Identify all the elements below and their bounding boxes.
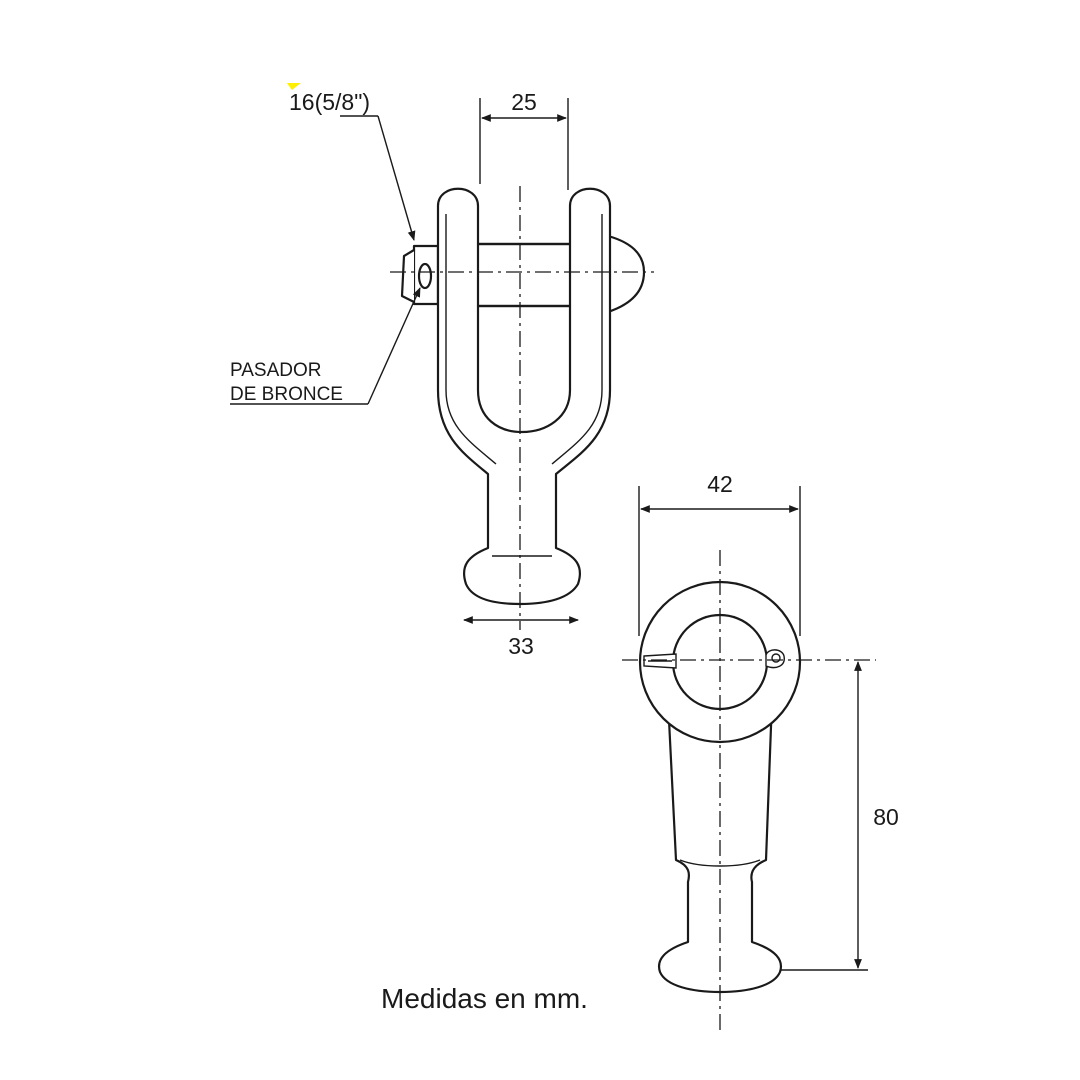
jaw-width-label: 25 bbox=[511, 89, 537, 115]
yoke-edge-left bbox=[445, 214, 497, 465]
stem-shoulder bbox=[679, 859, 761, 867]
dimension-jaw-width: 25 bbox=[479, 89, 569, 190]
base-width-label: 33 bbox=[508, 633, 534, 659]
side-cotter-hole bbox=[771, 653, 781, 663]
pin-label-line1: PASADOR bbox=[230, 360, 322, 381]
ball-width-label: 42 bbox=[707, 471, 733, 497]
cotter-hole bbox=[417, 262, 433, 290]
highlight-mark bbox=[287, 83, 301, 90]
pin-shank bbox=[468, 242, 576, 308]
side-cotter-eye bbox=[765, 649, 785, 669]
pin-material-callout: PASADOR DE BRONCE bbox=[230, 287, 421, 405]
height-label: 80 bbox=[873, 804, 899, 830]
dimension-base-width: 33 bbox=[463, 616, 579, 659]
pin-label-line2: DE BRONCE bbox=[230, 384, 343, 405]
pin-size-callout: 16(5/8") bbox=[289, 89, 416, 241]
yoke-body bbox=[436, 187, 612, 606]
yoke-edge-right bbox=[551, 214, 603, 465]
clevis-front-view bbox=[390, 186, 654, 630]
dimension-height: 80 bbox=[780, 661, 899, 971]
units-note: Medidas en mm. bbox=[381, 983, 588, 1014]
pin-size-label: 16(5/8") bbox=[289, 89, 370, 115]
pin-head bbox=[606, 234, 646, 314]
ball-side-view bbox=[622, 550, 876, 1030]
dimension-ball-width: 42 bbox=[638, 471, 801, 636]
cotter-pin bbox=[400, 248, 416, 304]
